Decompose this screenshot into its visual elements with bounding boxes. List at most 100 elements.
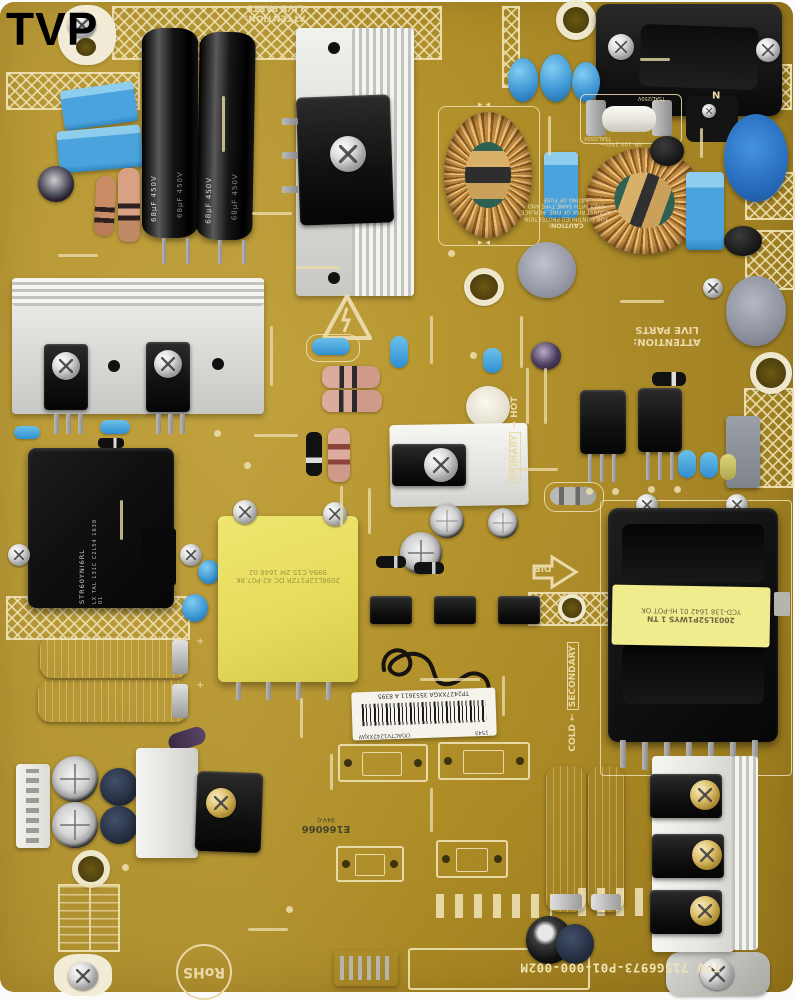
hot-label: HOT	[510, 396, 520, 418]
transistor-pin	[168, 414, 173, 434]
neutral-label: N	[712, 88, 721, 100]
barcode-label-bottom-left: (X)ACTV1242XXJW	[358, 731, 411, 740]
cap-horizontal-2	[38, 680, 188, 722]
ac-inlet-body	[638, 23, 760, 91]
cap-black-small-1	[650, 136, 684, 166]
toroid-inductor-1	[444, 112, 532, 238]
transistor-bottomleft-screw	[206, 788, 236, 818]
ic-footprint-4	[436, 840, 508, 878]
mount-hole-centerleft	[464, 268, 504, 306]
transformer-screw-right	[180, 544, 202, 566]
cap-lead	[218, 240, 222, 264]
transistor-pin	[588, 454, 592, 482]
ic-pad	[444, 757, 452, 765]
silk-line	[254, 434, 298, 437]
cap-black-br-2	[556, 924, 594, 964]
smd-cap-blue-2	[100, 420, 130, 434]
silk-line	[120, 500, 123, 540]
caution-line2: AGAINST RISK OF FIRE, REPLACE	[521, 208, 611, 215]
transformer-pin	[326, 682, 331, 700]
wire-squiggle	[381, 648, 491, 694]
ecap-bl-2	[52, 802, 98, 848]
silk-line	[700, 128, 703, 158]
optocoupler-3	[498, 596, 540, 624]
silk-line	[548, 116, 551, 156]
cap-blue-pill-r2	[700, 452, 718, 478]
transformer-primary-flange	[142, 528, 176, 586]
diode-center-1	[376, 556, 406, 568]
disc-cap-blue-large	[724, 114, 788, 202]
barcode-label: TP2427XXGA 3553611 A 8395 (X)ACTV1242XXJ…	[351, 687, 497, 741]
diode-small	[98, 438, 124, 448]
cold-secondary-label: COLD ← SECONDARY	[567, 632, 586, 762]
transformer-pin	[620, 740, 626, 768]
barcode	[361, 699, 487, 727]
silk-line	[502, 676, 505, 716]
connector-pins	[26, 769, 39, 843]
diode-vertical	[306, 432, 322, 476]
ic-pad	[342, 860, 350, 868]
ic-pad	[344, 759, 352, 767]
silk-line	[430, 788, 433, 832]
disc-cap-gray-2	[726, 276, 786, 346]
cap-br2-end	[591, 894, 621, 910]
solder-pad	[586, 488, 593, 495]
ac-inlet-screw-tab	[702, 104, 716, 118]
heatsink-hole	[108, 360, 120, 372]
smd-cap-blue-3	[312, 338, 350, 355]
silk-line	[518, 468, 558, 471]
transformer-pin	[642, 742, 648, 770]
blue-cap-small-3	[572, 62, 600, 102]
solder-pad	[674, 486, 681, 493]
caution-line3: ONLY WITH SAME TYPE AND	[527, 202, 605, 209]
ic-footprint-3	[336, 846, 404, 882]
transistor-to220f-2	[638, 388, 682, 452]
fuse-outline	[580, 94, 682, 144]
part-number-label: TPV 715G6973-P01-000-002M	[520, 960, 721, 976]
silk-line	[620, 300, 664, 303]
cap-vertical-br-2	[588, 766, 624, 912]
caution-line4: RATING OF FUSE	[543, 196, 589, 203]
transformer-secondary-ridge-bottom	[622, 644, 764, 704]
transformer-pin	[752, 740, 758, 768]
cap-blue-pill-r1	[678, 450, 696, 478]
silk-line	[58, 254, 98, 257]
secondary-yellow-label: 2003L52P1WYS 1 TN YCD-138 1642 01 HI-POT…	[611, 584, 771, 648]
blue-cap-small-1	[508, 58, 538, 102]
silk-line	[252, 212, 292, 215]
ic-footprint-inner	[362, 752, 403, 776]
mount-eyelet-bottomright	[700, 958, 734, 990]
smd-outline	[306, 334, 360, 362]
solder-pad	[648, 486, 655, 493]
film-cap-blue-2	[56, 124, 144, 174]
transistor-center-screw	[424, 448, 458, 482]
ecap-bl-1	[52, 756, 98, 802]
solder-pad	[286, 906, 293, 913]
silk-line	[300, 698, 303, 738]
transformer-pin	[266, 682, 271, 700]
attention-mid-line2: LIVE PARTS	[635, 324, 699, 336]
ic-pad	[390, 860, 398, 868]
bottom-connector	[334, 950, 398, 986]
transistor-br2-screw	[692, 840, 722, 870]
ic-pad	[494, 855, 502, 863]
cap-vertical-br-1	[546, 766, 586, 912]
resistor-copper-1	[93, 175, 117, 237]
silk-line	[330, 754, 333, 790]
ncap-bl-1	[100, 768, 138, 806]
fuse-rating-label-1: T5AL/250V	[584, 134, 612, 141]
cap-br1-end	[550, 894, 582, 910]
connector-silkscreen-box	[408, 948, 590, 990]
transformer-primary-text: STR60YNI6RL LX TAL 131C C2L54 1638 01	[76, 518, 112, 604]
ic-footprint-inner	[455, 848, 488, 872]
ul-number: E166066	[301, 823, 351, 834]
cold-label: COLD	[568, 724, 578, 752]
output-connector-left	[16, 764, 50, 848]
ecap-center-2	[430, 504, 464, 538]
ic-footprint-2	[438, 742, 530, 780]
toroid-inductor-2	[586, 148, 704, 254]
caution-title: CAUTION:	[548, 221, 584, 230]
transistor-pin	[66, 414, 71, 434]
mount-hole-topleft	[76, 38, 96, 56]
resistor-pink-vertical	[328, 428, 350, 482]
